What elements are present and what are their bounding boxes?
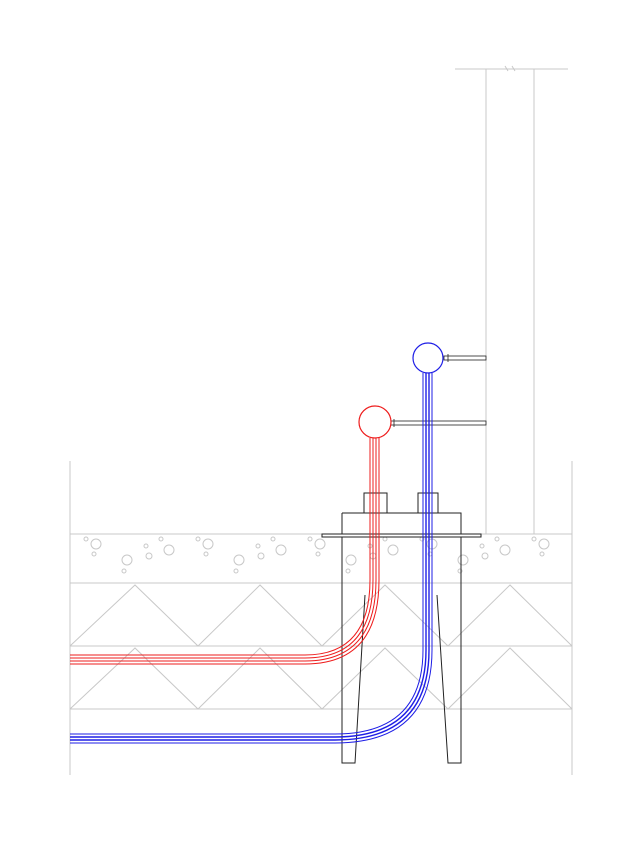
insulation-hatching	[69, 584, 573, 710]
aggregate-pebble	[121, 554, 133, 566]
aggregate-pebble	[90, 538, 102, 550]
aggregate-pebble	[83, 536, 89, 542]
aggregate-pebble	[315, 551, 321, 557]
aggregate-pebble	[457, 568, 463, 574]
hot-pipe-riser-cap	[358, 405, 392, 439]
aggregate-pebble	[255, 543, 261, 549]
installation-box	[321, 492, 482, 764]
aggregate-pebble	[314, 538, 326, 550]
aggregate-pebble	[203, 551, 209, 557]
cold-pipe	[70, 342, 444, 744]
aggregate-pebble	[257, 552, 265, 560]
aggregate-pebble	[202, 538, 214, 550]
aggregate-pebble	[233, 554, 245, 566]
aggregate-pebble	[195, 536, 201, 542]
aggregate-pebble	[163, 544, 175, 556]
aggregate-pebble	[145, 552, 153, 560]
cold-pipe-riser-cap	[412, 342, 444, 374]
aggregate-pebble	[531, 536, 537, 542]
aggregate-pebble	[121, 568, 127, 574]
aggregate-pebble	[91, 551, 97, 557]
aggregate-pebble	[345, 568, 351, 574]
aggregate-pebble	[481, 552, 489, 560]
aggregate-pebble	[143, 543, 149, 549]
aggregate-pebble	[307, 536, 313, 542]
aggregate-pebble	[382, 536, 388, 542]
aggregate-pebble	[457, 554, 469, 566]
aggregate-pebble	[539, 551, 545, 557]
floor-layers	[69, 461, 573, 775]
aggregate-pebble	[233, 568, 239, 574]
aggregate-pebble	[538, 538, 550, 550]
hot-pipe	[70, 405, 392, 665]
aggregate-pebble	[479, 543, 485, 549]
aggregate-pebble	[387, 544, 399, 556]
screed-aggregate	[83, 536, 550, 574]
aggregate-pebble	[275, 544, 287, 556]
aggregate-pebble	[499, 544, 511, 556]
aggregate-pebble	[494, 536, 500, 542]
aggregate-pebble	[345, 554, 357, 566]
aggregate-pebble	[158, 536, 164, 542]
wall-outline	[455, 65, 568, 534]
aggregate-pebble	[270, 536, 276, 542]
